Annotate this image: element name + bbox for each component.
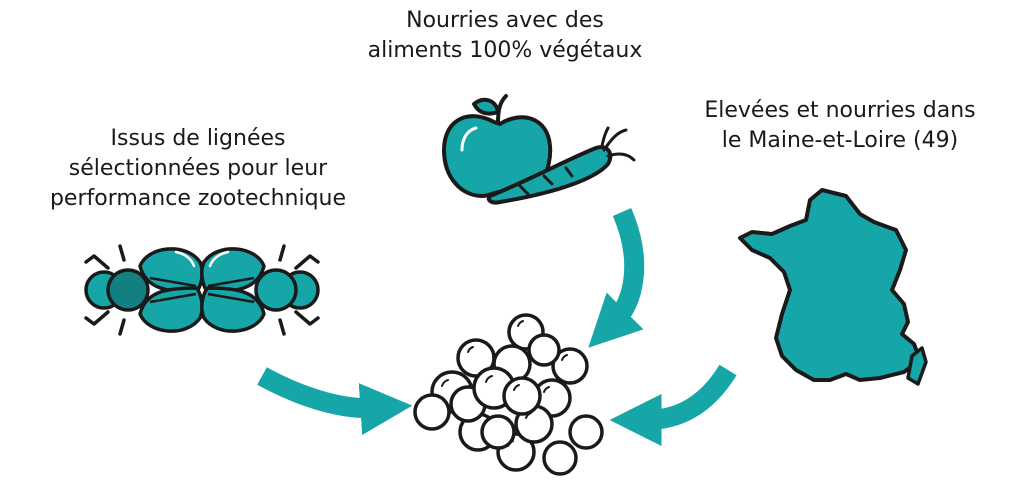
caption-line: Nourries avec des — [406, 8, 604, 33]
arrow-icon — [257, 208, 737, 446]
caption-vegetal-feed: Nourries avec des aliments 100% végétaux — [330, 6, 680, 66]
caption-line: aliments 100% végétaux — [367, 38, 643, 63]
caption-line: sélectionnées pour leur — [68, 156, 328, 181]
arrow-top — [588, 208, 645, 348]
eggs-cluster-icon — [413, 313, 604, 476]
arrow-right — [609, 364, 737, 446]
egg-highlights — [441, 320, 568, 447]
carrot-icon — [486, 126, 636, 205]
fly-icon — [84, 244, 320, 336]
caption-line: Elevées et nourries dans — [704, 98, 976, 123]
caption-line: Issus de lignées — [110, 126, 286, 151]
france-map-icon — [738, 188, 928, 386]
caption-line: performance zootechnique — [49, 186, 347, 211]
caption-selected-lines: Issus de lignées sélectionnées pour leur… — [12, 124, 384, 214]
caption-line: le Maine-et-Loire (49) — [721, 128, 959, 153]
caption-local-origin: Elevées et nourries dans le Maine-et-Loi… — [660, 96, 1020, 156]
arrow-left — [257, 367, 413, 435]
